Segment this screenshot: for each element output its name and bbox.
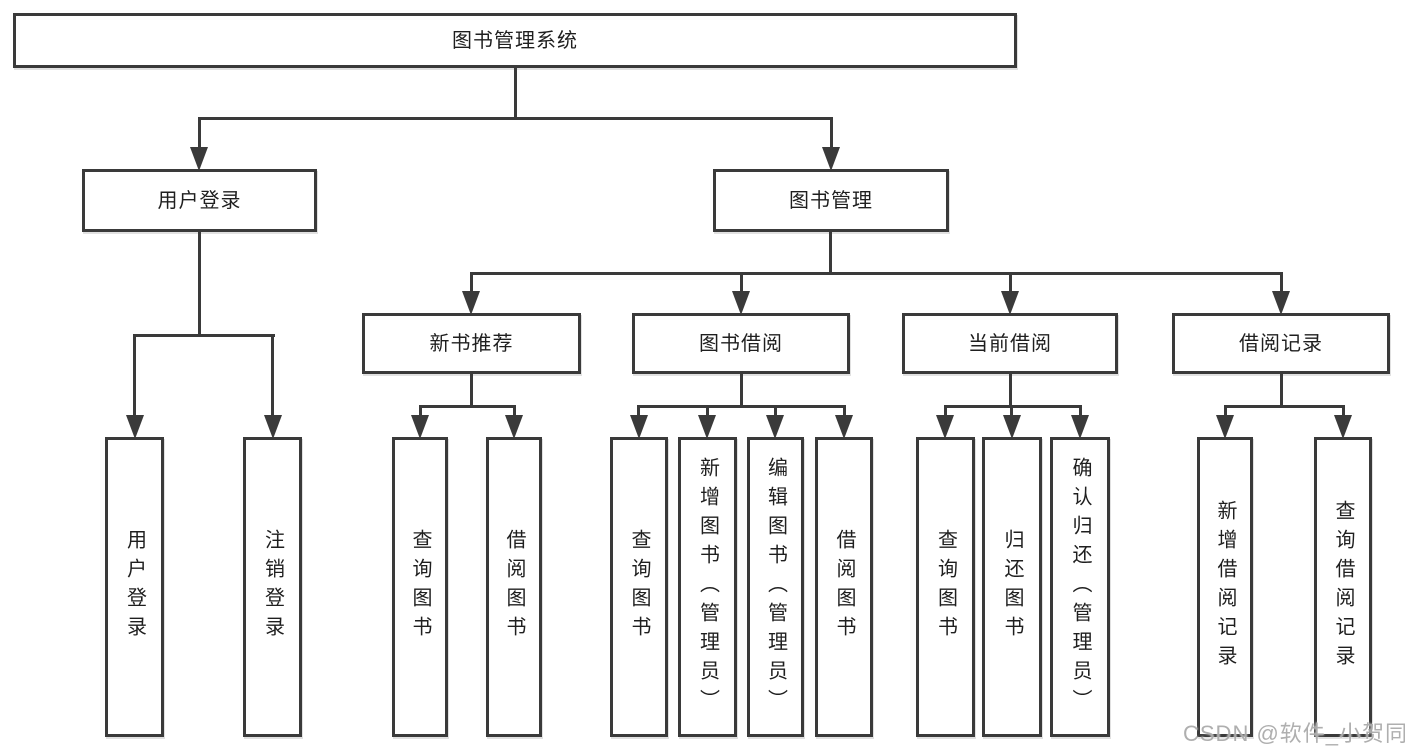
connector-root-stem — [514, 68, 517, 119]
connector-stub-br1 — [1224, 405, 1227, 417]
connector-level2-rail — [198, 117, 833, 120]
connector-stub-cb1 — [944, 405, 947, 417]
node-root-text: 图书管理系统 — [452, 29, 578, 52]
connector-book-borrow-stem — [740, 374, 743, 408]
arrowhead-book-mgmt-icon — [822, 147, 840, 171]
leaf-cb-query-books: 查询图书 — [916, 437, 975, 737]
connector-current-borrow-rail — [944, 405, 1082, 408]
leaf-bb-edit-books-admin: 编辑图书（管理员） — [747, 437, 804, 737]
node-book-borrow: 图书借阅 — [632, 313, 850, 374]
arrowhead-user-login-icon — [190, 147, 208, 171]
connector-borrow-records-rail — [1224, 405, 1345, 408]
arrowhead-new-books-icon — [462, 291, 480, 315]
connector-stub-book-borrow — [740, 272, 743, 293]
leaf-nb-borrow-books-label: 借阅图书 — [503, 529, 525, 645]
connector-stub-leaf-login — [133, 334, 136, 417]
connector-borrow-records-stem — [1280, 374, 1283, 408]
connector-stub-user-login — [198, 117, 201, 149]
arrowhead-bb2-icon — [698, 415, 716, 439]
node-new-books: 新书推荐 — [362, 313, 581, 374]
connector-user-login-stem — [198, 232, 201, 337]
leaf-cb-return-books-label: 归还图书 — [1001, 529, 1023, 645]
leaf-bb-borrow-books: 借阅图书 — [815, 437, 873, 737]
arrowhead-book-borrow-icon — [732, 291, 750, 315]
arrowhead-leaf-login-icon — [126, 415, 144, 439]
connector-stub-br2 — [1342, 405, 1345, 417]
connector-stub-bb3 — [774, 405, 777, 417]
node-book-mgmt: 图书管理 — [713, 169, 949, 232]
arrowhead-cb2-icon — [1003, 415, 1021, 439]
node-current-borrow: 当前借阅 — [902, 313, 1118, 374]
leaf-cb-confirm-return-admin-label: 确认归还（管理员） — [1069, 456, 1091, 718]
leaf-nb-query-books-label: 查询图书 — [409, 529, 431, 645]
leaf-nb-query-books: 查询图书 — [392, 437, 448, 737]
node-user-login: 用户登录 — [82, 169, 317, 232]
leaf-bb-edit-books-admin-label: 编辑图书（管理员） — [764, 456, 787, 718]
connector-stub-leaf-logout — [271, 334, 274, 417]
arrowhead-bb3-icon — [766, 415, 784, 439]
node-user-login-label: 用户登录 — [157, 189, 242, 212]
connector-book-mgmt-stem — [829, 232, 832, 275]
arrowhead-cb1-icon — [936, 415, 954, 439]
leaf-user-login: 用户登录 — [105, 437, 164, 737]
connector-stub-nb1 — [419, 405, 422, 417]
node-book-mgmt-label: 图书管理 — [789, 189, 873, 212]
arrowhead-br1-icon — [1216, 415, 1234, 439]
leaf-br-add-record: 新增借阅记录 — [1197, 437, 1253, 737]
connector-stub-book-mgmt — [830, 117, 833, 149]
leaf-cb-query-books-label: 查询图书 — [934, 529, 957, 645]
connector-stub-bb4 — [843, 405, 846, 417]
arrowhead-leaf-logout-icon — [264, 415, 282, 439]
node-borrow-records-label: 借阅记录 — [1239, 332, 1323, 355]
arrowhead-br2-icon — [1334, 415, 1352, 439]
arrowhead-nb2-icon — [505, 415, 523, 439]
connector-user-login-rail — [133, 334, 275, 337]
node-root: 图书管理系统 — [13, 13, 1017, 68]
node-borrow-records: 借阅记录 — [1172, 313, 1390, 374]
arrowhead-nb1-icon — [411, 415, 429, 439]
connector-current-borrow-stem — [1009, 374, 1012, 408]
leaf-logout-label: 注销登录 — [261, 529, 284, 645]
connector-stub-bb1 — [637, 405, 640, 417]
arrowhead-borrow-records-icon — [1272, 291, 1290, 315]
leaf-user-login-label: 用户登录 — [123, 529, 146, 645]
connector-stub-new-books — [470, 272, 473, 293]
leaf-logout: 注销登录 — [243, 437, 302, 737]
leaf-bb-add-books-admin: 新增图书（管理员） — [678, 437, 737, 737]
node-book-borrow-label: 图书借阅 — [699, 332, 783, 355]
leaf-br-add-record-label: 新增借阅记录 — [1214, 500, 1236, 674]
connector-new-books-stem — [470, 374, 473, 408]
node-current-borrow-label: 当前借阅 — [968, 332, 1052, 355]
leaf-cb-return-books: 归还图书 — [982, 437, 1042, 737]
connector-book-borrow-rail — [637, 405, 846, 408]
connector-stub-nb2 — [513, 405, 516, 417]
connector-stub-borrow-records — [1280, 272, 1283, 293]
connector-stub-cb2 — [1010, 405, 1013, 417]
arrowhead-current-borrow-icon — [1001, 291, 1019, 315]
connector-stub-cb3 — [1079, 405, 1082, 417]
connector-stub-bb2 — [706, 405, 709, 417]
leaf-bb-add-books-admin-label: 新增图书（管理员） — [696, 456, 719, 718]
leaf-cb-confirm-return-admin: 确认归还（管理员） — [1050, 437, 1110, 737]
node-new-books-label: 新书推荐 — [429, 332, 514, 355]
arrowhead-cb3-icon — [1071, 415, 1089, 439]
leaf-bb-borrow-books-label: 借阅图书 — [833, 529, 855, 645]
csdn-watermark: CSDN @软件_小贺同学 — [1183, 721, 1405, 746]
leaf-bb-query-books-label: 查询图书 — [628, 529, 650, 645]
connector-level3-rail — [470, 272, 1283, 275]
arrowhead-bb4-icon — [835, 415, 853, 439]
connector-stub-current-borrow — [1009, 272, 1012, 293]
leaf-br-query-record-label: 查询借阅记录 — [1332, 500, 1354, 674]
leaf-nb-borrow-books: 借阅图书 — [486, 437, 542, 737]
leaf-br-query-record: 查询借阅记录 — [1314, 437, 1372, 737]
arrowhead-bb1-icon — [630, 415, 648, 439]
leaf-bb-query-books: 查询图书 — [610, 437, 668, 737]
connector-new-books-rail — [419, 405, 516, 408]
